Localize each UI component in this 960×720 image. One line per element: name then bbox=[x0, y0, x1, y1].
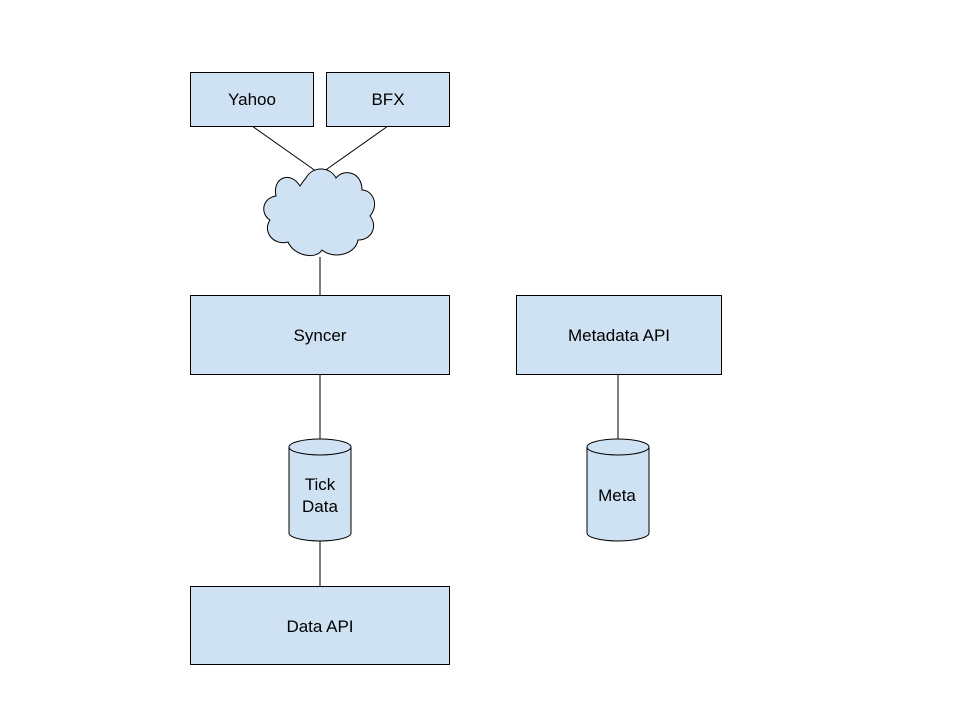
node-meta-label: Meta bbox=[598, 486, 636, 505]
node-tick-data-label-line2: Data bbox=[302, 497, 338, 516]
meta-cylinder-body bbox=[586, 438, 650, 542]
node-yahoo-label: Yahoo bbox=[228, 90, 276, 109]
node-bfx-label: BFX bbox=[371, 90, 404, 109]
node-syncer-label: Syncer bbox=[294, 326, 347, 345]
node-metadata-api-label: Metadata API bbox=[568, 326, 670, 345]
meta-cylinder-rim bbox=[586, 446, 650, 456]
node-syncer[interactable]: Syncer bbox=[190, 295, 450, 375]
cloud-shape bbox=[263, 168, 375, 257]
node-tick-data-label-line1: Tick bbox=[305, 475, 336, 494]
node-bfx[interactable]: BFX bbox=[326, 72, 450, 127]
node-cloud[interactable] bbox=[263, 168, 375, 257]
tick-data-cylinder-body bbox=[288, 438, 352, 542]
node-yahoo[interactable]: Yahoo bbox=[190, 72, 314, 127]
node-meta[interactable]: Meta bbox=[586, 438, 650, 542]
edge-bfx-cloud bbox=[319, 125, 389, 175]
node-metadata-api[interactable]: Metadata API bbox=[516, 295, 722, 375]
node-data-api-label: Data API bbox=[286, 617, 353, 636]
node-tick-data[interactable]: Tick Data bbox=[288, 438, 352, 542]
tick-data-cylinder-rim bbox=[288, 446, 352, 456]
node-data-api[interactable]: Data API bbox=[190, 586, 450, 665]
edge-yahoo-cloud bbox=[251, 125, 321, 175]
